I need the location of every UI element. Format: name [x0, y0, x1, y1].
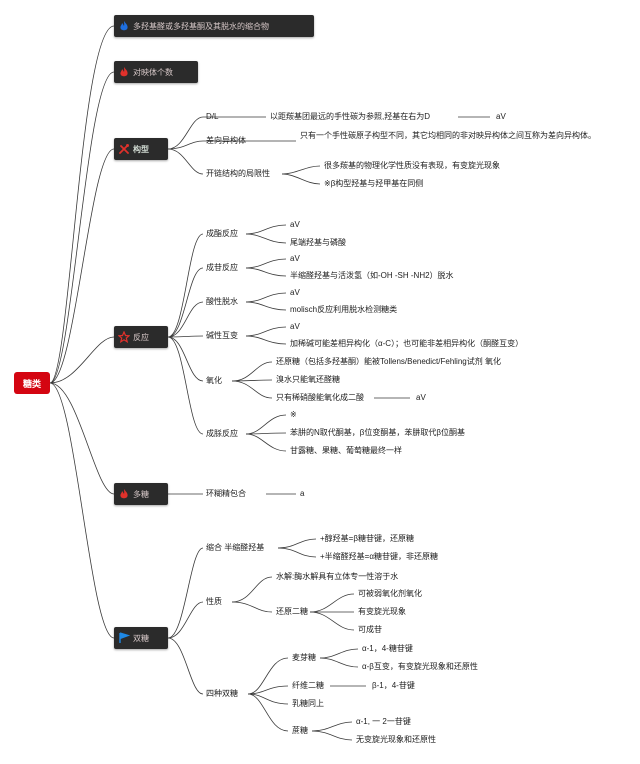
maltose-item: α-1，4-糖苷键: [362, 644, 413, 653]
oxidation-item: 还原糖（包括多羟基酮）能被Tollens/Benedict/Fehling试剂 …: [276, 357, 501, 366]
dl-text: 以距羰基团最远的手性碳为参照,羟基在右为D: [270, 112, 430, 121]
dl-tag: aV: [496, 112, 506, 121]
acid-dehydration-item: molisch反应利用脱水检测糖类: [290, 305, 398, 314]
cyclodextrin-label: 环糊精包合: [206, 489, 246, 498]
reducing-item: 有变旋光现象: [358, 607, 406, 616]
oxidation-item: 只有稀硝酸能氧化成二酸: [276, 393, 364, 402]
maltose-label: 麦芽糖: [292, 653, 316, 662]
open-chain-item: 很多羰基的物理化学性质没有表现，有变旋光现象: [324, 161, 500, 170]
star-icon: [118, 331, 130, 343]
root-node[interactable]: 糖类: [14, 372, 50, 394]
base-isomer-item: aV: [290, 322, 300, 331]
open-chain-item: ※β构型羟基与羟甲基在同侧: [324, 179, 424, 188]
oxidation-item: 溴水只能氧还醛糖: [276, 375, 340, 384]
tools-icon: [119, 144, 129, 154]
acid-dehydration-label: 酸性脱水: [206, 297, 238, 306]
reducing-item: 可被弱氧化剂氧化: [358, 589, 422, 598]
esterify-item: aV: [290, 220, 300, 229]
topic-polysaccharide[interactable]: 多糖: [114, 483, 168, 505]
topic-definition[interactable]: 多羟基醛或多羟基酮及其脱水的缩合物: [114, 15, 314, 37]
topic-label: 对映体个数: [133, 67, 173, 77]
acid-dehydration-item: aV: [290, 288, 300, 297]
topic-label: 多糖: [133, 489, 149, 499]
osazone-item: 苯肼的N取代酮基，β位变酮基，苯肼取代β位酮基: [290, 428, 465, 437]
reducing-item: 可成苷: [358, 625, 382, 634]
topic-configuration[interactable]: 构型: [114, 138, 168, 160]
esterify-item: 尾端羟基与磷酸: [290, 238, 346, 247]
cellobiose-label: 纤维二糖: [292, 681, 324, 690]
topic-label: 双糖: [133, 633, 149, 643]
lactose-label: 乳糖同上: [292, 699, 324, 708]
reducing-label: 还原二糖: [276, 607, 308, 616]
condense-item: +醇羟基=β糖苷键，还原糖: [320, 534, 414, 543]
glycoside-item: 半缩醛羟基与活泼氢（如-OH -SH -NH2）脱水: [290, 271, 454, 280]
cellobiose-text: β-1，4-苷键: [372, 681, 415, 690]
four-disaccharides-label: 四种双糖: [206, 689, 238, 698]
topic-enantiomer-count[interactable]: 对映体个数: [114, 61, 198, 83]
osazone-item: 甘露糖、果糖、葡萄糖最终一样: [290, 446, 402, 455]
oxidation-label: 氧化: [206, 376, 222, 385]
cyclodextrin-tag: a: [300, 489, 305, 498]
glycoside-label: 成苷反应: [206, 263, 238, 272]
osazone-label: 成脎反应: [206, 429, 238, 438]
sucrose-item: 无变旋光现象和还原性: [356, 735, 436, 744]
condense-item: +半缩醛羟基=α糖苷键，非还原糖: [320, 552, 438, 561]
base-isomer-item: 加稀碱可能差相异构化（α-C）；也可能非差相异构化（酮醛互变）: [290, 339, 524, 348]
epimer-label: 差向异构体: [206, 136, 246, 145]
condense-label: 缩合 半缩醛羟基: [206, 543, 265, 552]
flag-icon: [119, 632, 130, 643]
topic-label: 多羟基醛或多羟基酮及其脱水的缩合物: [133, 21, 269, 31]
base-isomer-label: 碱性互变: [206, 331, 238, 340]
maltose-item: α-β互变，有变旋光现象和还原性: [362, 662, 478, 671]
sucrose-label: 蔗糖: [292, 726, 308, 735]
flame-icon: [120, 21, 128, 31]
glycoside-item: aV: [290, 254, 300, 263]
flame-icon: [120, 67, 128, 77]
sucrose-item: α-1, 一 2一苷键: [356, 717, 411, 726]
property-label: 性质: [206, 597, 222, 606]
open-chain-label: 开链结构的局限性: [206, 169, 270, 178]
osazone-item: ※: [290, 410, 297, 419]
hydrolysis-text: 水解:酶水解具有立体专一性溶于水: [276, 572, 399, 581]
oxidation-tag: aV: [416, 393, 426, 402]
topic-label: 构型: [133, 144, 149, 154]
topic-reaction[interactable]: 反应: [114, 326, 168, 348]
dl-label: D/L: [206, 112, 219, 121]
topic-label: 反应: [133, 332, 149, 342]
esterify-label: 成酯反应: [206, 229, 238, 238]
flame-icon: [120, 489, 128, 499]
epimer-text: 只有一个手性碳原子构型不同，其它均相同的非对映异构体之间互称为差向异构体。: [300, 131, 596, 140]
topic-disaccharide[interactable]: 双糖: [114, 627, 168, 649]
